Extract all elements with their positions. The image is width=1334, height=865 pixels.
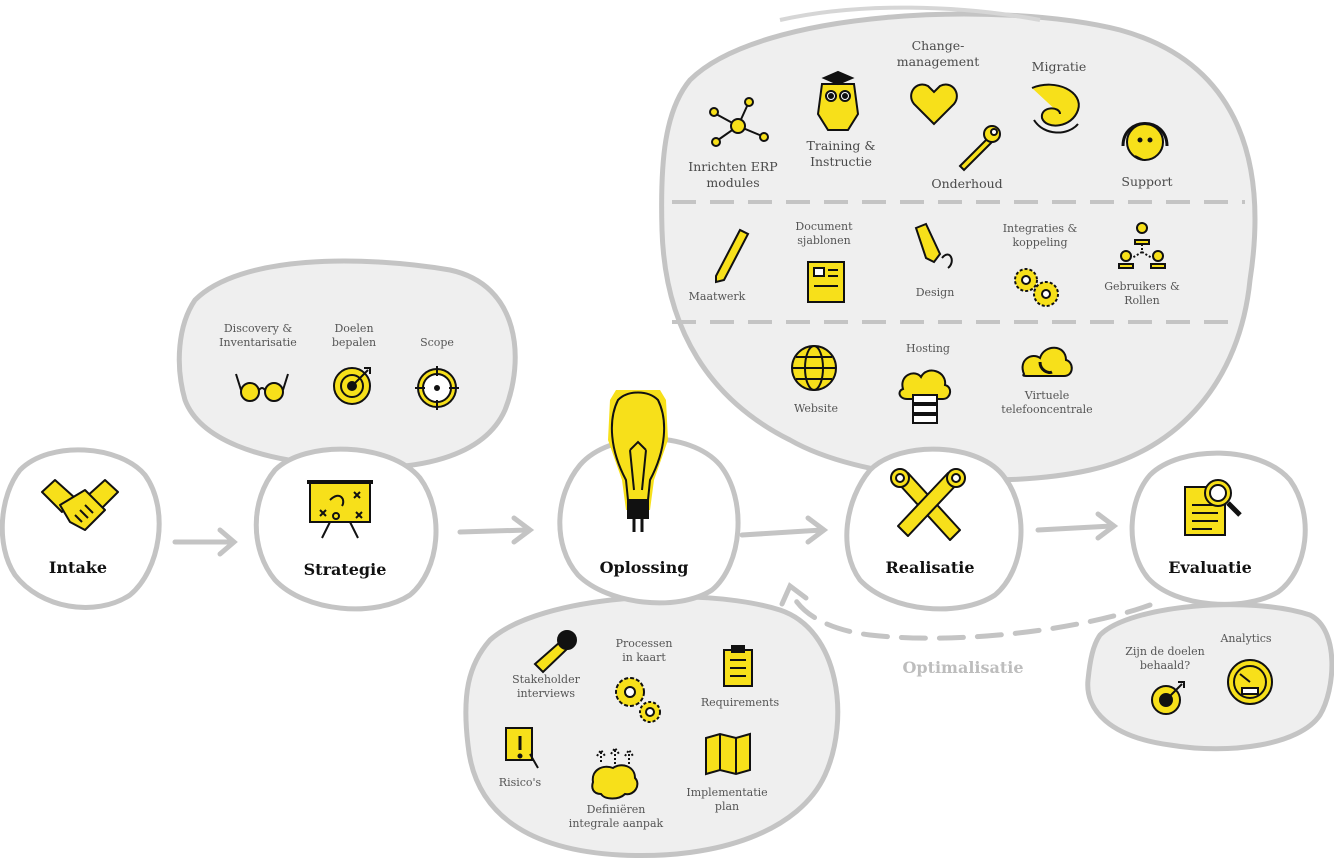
label-support: Support xyxy=(1121,174,1173,189)
label-discovery: Discovery & Inventarisatie xyxy=(219,322,297,349)
oplossing-circle xyxy=(557,436,741,606)
label-implementatie: Implementatie plan xyxy=(686,786,768,813)
label-erp: Inrichten ERP modules xyxy=(688,159,778,190)
label-zijn-de-doelen: Zijn de doelen behaald? xyxy=(1125,645,1205,672)
label-scope: Scope xyxy=(420,336,454,349)
evaluatie-bubble xyxy=(1085,602,1334,752)
certificate-icon xyxy=(807,261,845,303)
gears-icon-2 xyxy=(1014,268,1059,307)
globe-icon xyxy=(791,345,837,391)
microphone-icon xyxy=(533,630,577,674)
strategy-board-icon xyxy=(307,480,373,539)
tools-icon xyxy=(890,468,966,541)
pencil-icon xyxy=(715,228,750,284)
dart-icon xyxy=(1151,681,1185,715)
cloud-phone-icon xyxy=(1021,346,1073,377)
label-processen: Processen in kaart xyxy=(615,637,673,664)
heart-icon xyxy=(910,83,958,126)
label-training: Training & Instructie xyxy=(806,138,876,169)
tornado-icon xyxy=(1031,83,1080,134)
clipboard-icon xyxy=(723,645,753,687)
label-doelen-bepalen: Doelen bepalen xyxy=(331,322,377,349)
strategie-bubble xyxy=(176,258,518,470)
realisatie-bubble xyxy=(659,5,1258,483)
arrow-1 xyxy=(172,527,238,557)
realisatie-circle xyxy=(844,446,1024,612)
label-migratie: Migratie xyxy=(1031,59,1087,74)
label-hosting: Hosting xyxy=(906,342,950,355)
handshake-icon xyxy=(41,479,119,531)
label-gebruikers: Gebruikers & Rollen xyxy=(1104,280,1180,307)
target-icon xyxy=(333,367,371,405)
phase-label-oplossing: Oplossing xyxy=(599,558,689,577)
label-requirements: Requirements xyxy=(700,696,780,709)
label-telefoon: Virtuele telefooncentrale xyxy=(1001,389,1093,416)
server-cloud-icon xyxy=(898,369,951,424)
document-search-icon xyxy=(1184,479,1242,536)
crosshair-icon xyxy=(415,366,459,410)
headset-icon xyxy=(1121,122,1169,161)
label-analytics: Analytics xyxy=(1220,632,1272,645)
map-icon xyxy=(705,732,751,776)
warning-icon xyxy=(505,727,539,769)
arrow-2 xyxy=(457,515,535,545)
arrow-3 xyxy=(739,515,829,545)
users-icon xyxy=(1118,222,1166,269)
glasses-icon xyxy=(235,373,289,402)
phase-label-realisatie: Realisatie xyxy=(885,558,975,577)
brain-icon xyxy=(591,746,639,800)
pen-icon xyxy=(914,222,953,269)
network-icon xyxy=(709,97,769,147)
lightbulb-icon xyxy=(608,390,668,532)
label-onderhoud: Onderhoud xyxy=(931,176,1003,191)
label-change: Change- management xyxy=(896,38,980,69)
gauge-icon xyxy=(1227,659,1273,705)
strategie-circle xyxy=(253,446,439,612)
phase-label-strategie: Strategie xyxy=(303,560,387,579)
label-definieren: Definiëren integrale aanpak xyxy=(568,803,664,830)
label-risicos: Risico's xyxy=(498,776,542,789)
phase-label-intake: Intake xyxy=(48,558,108,577)
phase-label-evaluatie: Evaluatie xyxy=(1168,558,1252,577)
gears-icon xyxy=(615,677,661,723)
optimalisatie-arrow xyxy=(779,582,1153,641)
label-stakeholder: Stakeholder interviews xyxy=(512,673,580,700)
label-document: Document sjablonen xyxy=(795,220,853,247)
label-website: Website xyxy=(793,402,839,415)
label-design: Design xyxy=(915,286,955,299)
label-maatwerk: Maatwerk xyxy=(688,290,746,303)
wrench-icon xyxy=(958,125,1001,172)
owl-icon xyxy=(816,70,860,131)
arrow-4 xyxy=(1035,511,1119,541)
label-integraties: Integraties & koppeling xyxy=(1002,222,1078,249)
optimalisatie-label: Optimalisatie xyxy=(902,658,1024,677)
